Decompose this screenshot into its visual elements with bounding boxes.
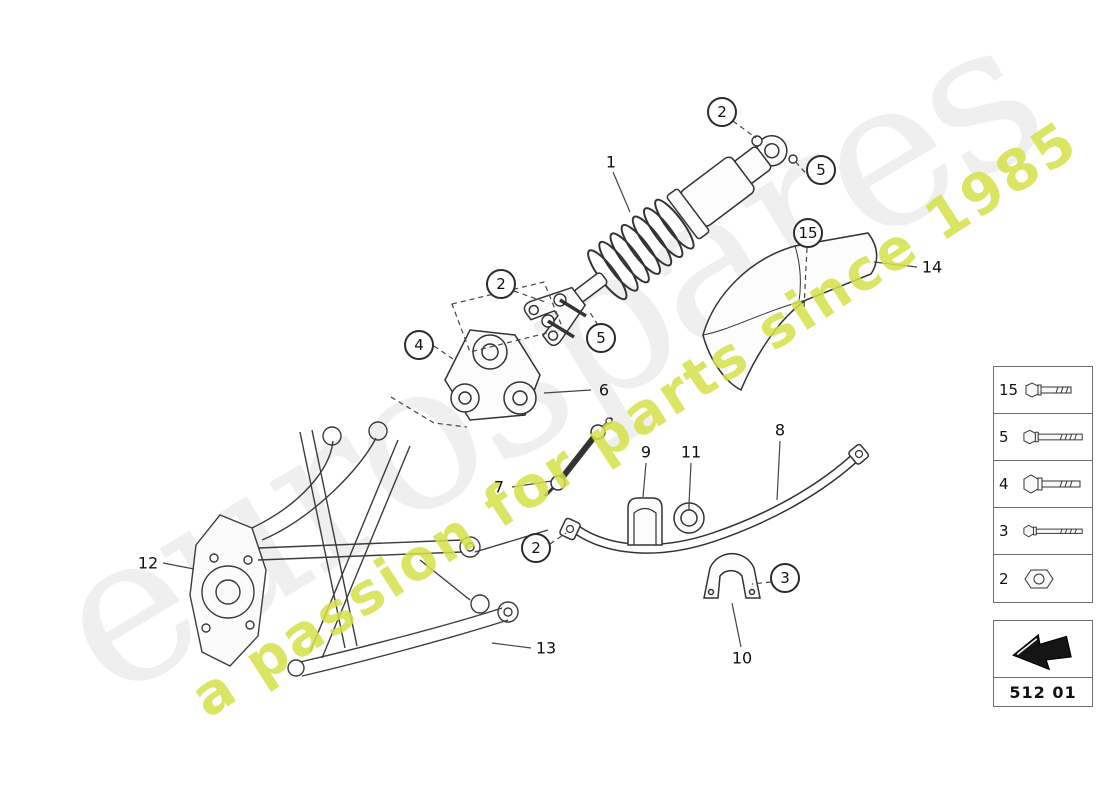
callout-label-6[interactable]: 6	[598, 380, 610, 400]
callout-label-10[interactable]: 10	[731, 648, 753, 668]
legend-item-label: 15	[999, 381, 1019, 399]
legend-item-3[interactable]: 3	[994, 508, 1092, 555]
legend-item-label: 2	[999, 569, 1009, 588]
callout-label-7[interactable]: 7	[493, 477, 505, 497]
callout-circle-2[interactable]: 2	[521, 533, 551, 563]
rear-axle-assembly-drawing	[189, 421, 549, 677]
stabilizer-link-drawing	[543, 416, 614, 498]
stabilizer-bar-drawing	[559, 443, 870, 554]
callout-label-12[interactable]: 12	[137, 553, 159, 573]
nut-icon	[1024, 569, 1054, 588]
bolt-icon	[1023, 524, 1083, 538]
legend-item-2[interactable]: 2	[994, 555, 1092, 602]
legend-item-label: 3	[999, 522, 1009, 540]
legend-item-label: 4	[999, 475, 1009, 493]
callout-label-14[interactable]: 14	[921, 257, 943, 277]
callout-label-9[interactable]: 9	[640, 442, 652, 462]
fasteners-legend: 15 5 4	[993, 366, 1093, 603]
callout-label-1[interactable]: 1	[605, 152, 617, 172]
direction-arrow-icon	[1012, 633, 1072, 671]
stamp-arrow-box	[994, 621, 1092, 678]
callout-circle-2[interactable]: 2	[707, 97, 737, 127]
callout-circle-15[interactable]: 15	[793, 218, 823, 248]
callout-circle-2[interactable]: 2	[486, 269, 516, 299]
callout-circle-3[interactable]: 3	[770, 563, 800, 593]
bolt-icon	[1023, 429, 1083, 445]
callout-circle-5[interactable]: 5	[806, 155, 836, 185]
bolt-icon	[1023, 474, 1081, 494]
legend-item-15[interactable]: 15	[994, 367, 1092, 414]
bushing-drawing	[673, 502, 705, 534]
callout-label-11[interactable]: 11	[680, 442, 702, 462]
legend-item-label: 5	[999, 428, 1009, 446]
mount-bracket-drawing	[444, 329, 541, 421]
top-mount-fasteners-drawing	[751, 135, 798, 164]
clamp-bracket-drawing	[627, 497, 663, 546]
part-group-code[interactable]: 512 01	[1009, 682, 1077, 702]
callout-label-13[interactable]: 13	[535, 638, 557, 658]
saddle-clamp-drawing	[703, 552, 761, 599]
callout-label-8[interactable]: 8	[774, 420, 786, 440]
bolt-icon	[1025, 382, 1072, 398]
part-group-stamp: 512 01	[993, 620, 1093, 707]
heat-shield-drawing	[702, 232, 878, 392]
legend-item-5[interactable]: 5	[994, 414, 1092, 461]
shock-absorber-drawing	[523, 134, 788, 347]
callout-circle-5[interactable]: 5	[586, 323, 616, 353]
callout-circle-4[interactable]: 4	[404, 330, 434, 360]
solid-leader-lines	[162, 171, 918, 649]
legend-item-4[interactable]: 4	[994, 461, 1092, 508]
